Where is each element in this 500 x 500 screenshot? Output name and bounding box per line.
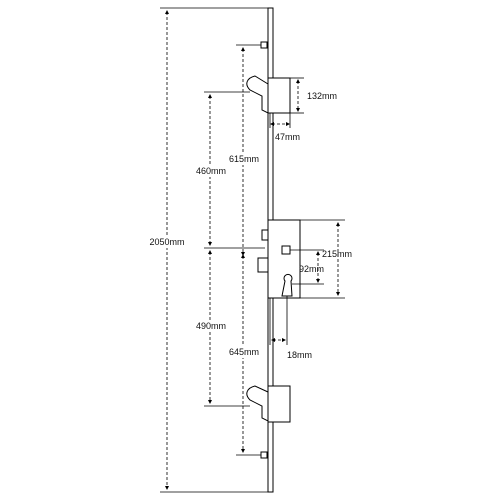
dim-gearbox-to-bottom: 645mm	[229, 254, 261, 456]
label-centre-distance: 92mm	[299, 264, 324, 274]
dim-backset: 18mm	[269, 296, 312, 360]
dim-centre-to-bottom: 490mm	[196, 250, 250, 407]
dim-top-to-gearbox: 615mm	[229, 44, 261, 256]
label-backset: 18mm	[287, 350, 312, 360]
top-pin	[260, 41, 268, 49]
dim-top-to-centre: 460mm	[196, 91, 265, 249]
label-centre-to-bottom: 490mm	[196, 321, 226, 331]
dim-total-length: 2050mm	[149, 7, 268, 493]
label-gearbox-to-bottom: 645mm	[229, 347, 259, 357]
label-total-length: 2050mm	[149, 237, 184, 247]
top-hook-bolt	[246, 75, 291, 114]
dim-centre-distance: 92mm	[290, 249, 324, 285]
cylinder-keyhole	[281, 273, 293, 297]
label-hook-width: 132mm	[307, 91, 337, 101]
gearbox	[257, 219, 301, 299]
bottom-pin	[260, 451, 268, 459]
label-gearbox-height: 215mm	[322, 249, 352, 259]
dim-faceplate-to-hook: 47mm	[269, 113, 300, 142]
dim-hook-width: 132mm	[290, 77, 337, 114]
label-top-to-centre: 460mm	[196, 166, 226, 176]
label-top-to-gearbox: 615mm	[229, 154, 259, 164]
dim-gearbox-height: 215mm	[300, 219, 352, 299]
bottom-hook-bolt	[246, 385, 291, 423]
spindle-square	[281, 245, 291, 255]
label-faceplate-to-hook: 47mm	[275, 132, 300, 142]
